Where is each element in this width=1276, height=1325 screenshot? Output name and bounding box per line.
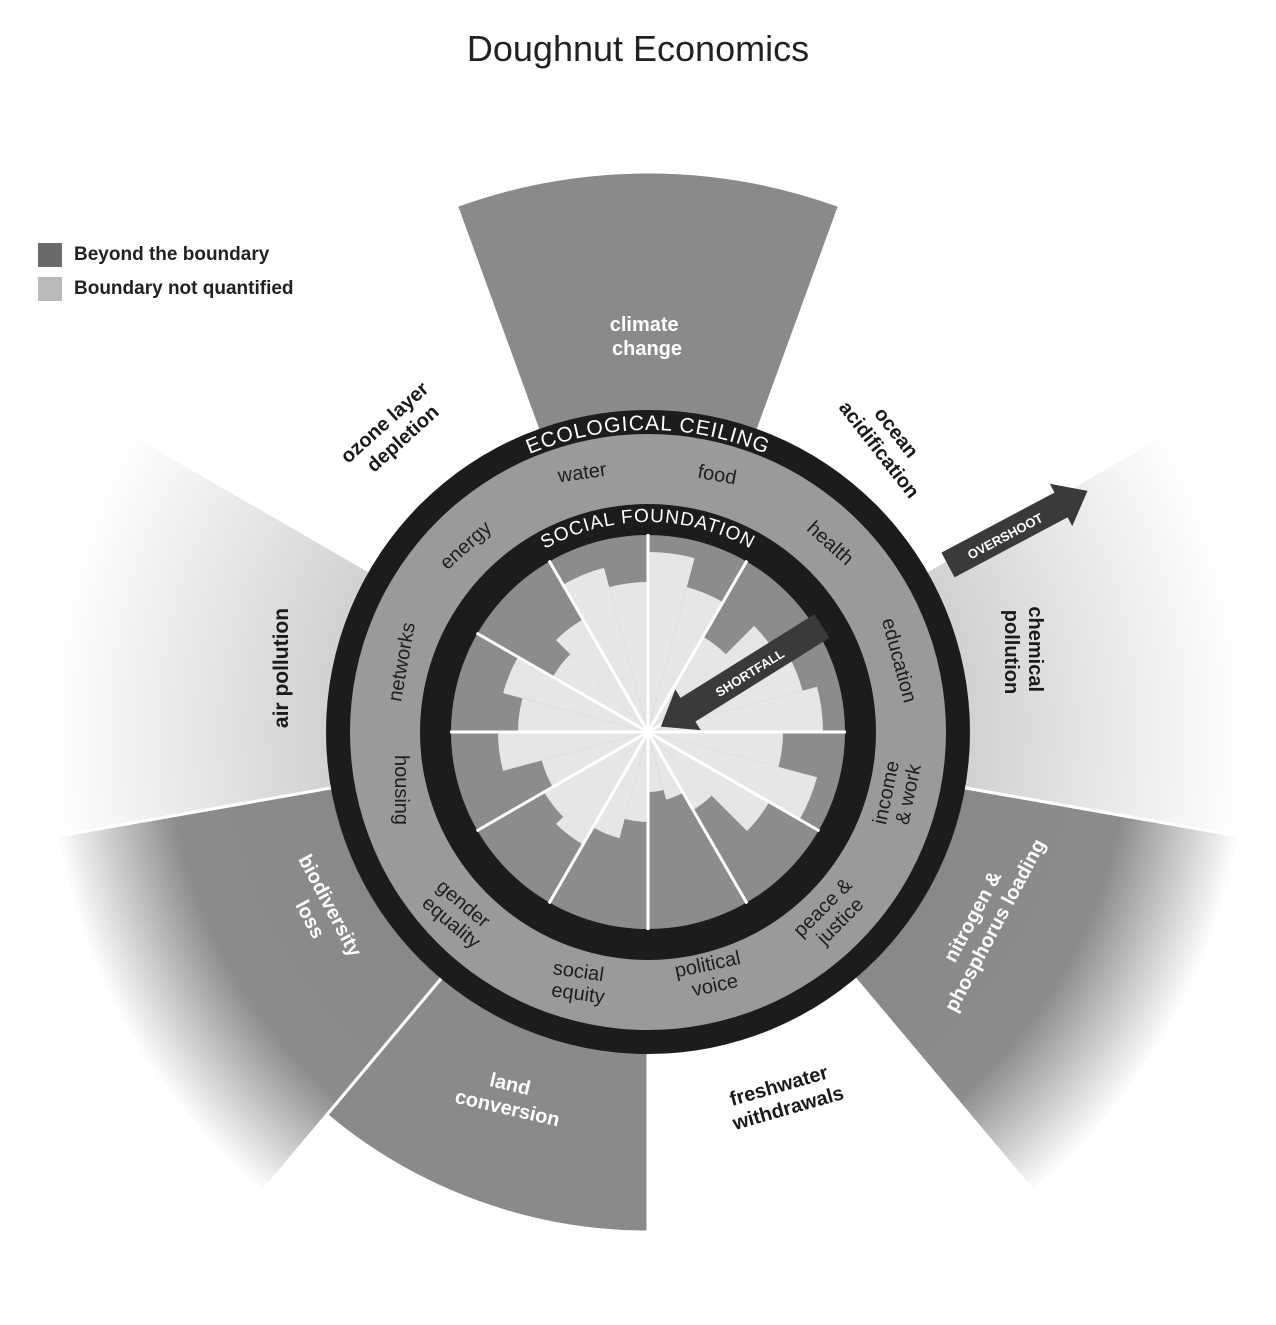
- shortfall-energy-0: [552, 654, 648, 732]
- legend-item-not-quantified: Boundary not quantified: [38, 272, 294, 306]
- spoke-10: [475, 631, 649, 734]
- shortfall-housing-1: [498, 732, 648, 771]
- spoke-5: [646, 731, 749, 905]
- freshwater-withdrawals-label: freshwater withdrawals: [723, 1059, 847, 1135]
- climate-change-label: climate change: [610, 314, 685, 360]
- shortfall-income-work-1: [648, 732, 818, 820]
- air-pollution-label: air pollution: [270, 608, 293, 728]
- shortfall-income-work-0: [648, 732, 783, 767]
- chemical-pollution-label: chemical pollution: [1000, 606, 1046, 697]
- shortfall-water-1: [609, 582, 648, 732]
- shortfall-water-0: [563, 567, 648, 732]
- spokes: [450, 534, 846, 930]
- shortfall-political-voice-1: [648, 732, 664, 792]
- spoke-11: [547, 559, 650, 733]
- legend-swatch-beyond: [38, 243, 62, 267]
- legend-label-beyond: Beyond the boundary: [74, 244, 270, 265]
- ozone-depletion-label: ozone layer depletion: [337, 374, 454, 486]
- spoke-8: [475, 730, 649, 833]
- spoke-7: [547, 731, 650, 905]
- shortfall-peace-justice-1: [648, 732, 712, 810]
- shortfall-food-0: [648, 552, 695, 732]
- legend: Beyond the boundary Boundary not quantif…: [38, 238, 294, 306]
- legend-item-beyond: Beyond the boundary: [38, 238, 294, 272]
- shortfall-peace-justice-0: [648, 732, 770, 831]
- legend-label-not-quantified: Boundary not quantified: [74, 278, 294, 299]
- shortfall-energy-1: [556, 619, 648, 732]
- shortfall-gender-equality-1: [544, 732, 648, 817]
- shortfall-health-0: [648, 636, 726, 732]
- shortfall-food-1: [648, 587, 723, 732]
- spoke-1: [646, 559, 749, 733]
- legend-swatch-not-quantified: [38, 277, 62, 301]
- housing-label: housing: [390, 755, 412, 825]
- spoke-4: [647, 730, 821, 833]
- shortfall-gender-equality-0: [556, 732, 648, 845]
- shortfall-networks-0: [518, 698, 648, 732]
- outer-wedges: [46, 170, 1260, 1234]
- page-title: Doughnut Economics: [466, 28, 810, 69]
- shortfall-networks-1: [503, 657, 648, 732]
- social-equity-label: social equity: [548, 957, 610, 1008]
- shortfall-social-equity-0: [624, 732, 648, 822]
- wedge-climate-change: [454, 170, 842, 453]
